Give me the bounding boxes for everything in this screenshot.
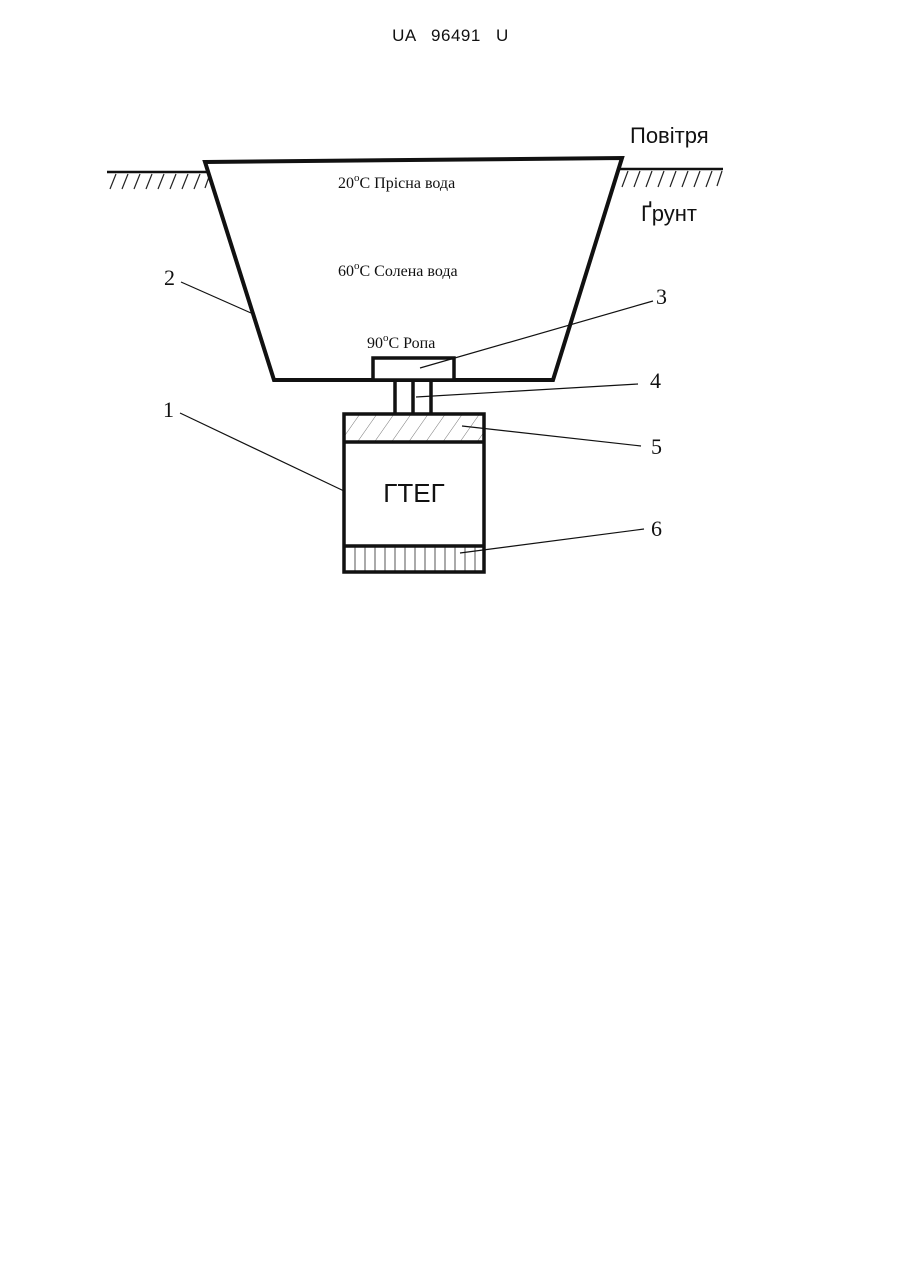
ground-surface-left [107, 172, 212, 189]
callout-3: 3 [656, 284, 667, 309]
callout-5: 5 [651, 434, 662, 459]
ground-label: Ґрунт [641, 201, 697, 226]
heat-sink [344, 546, 484, 572]
ground-surface-right [617, 169, 723, 187]
hot-plate [344, 414, 484, 442]
callout-2: 2 [164, 265, 175, 290]
callout-4: 4 [650, 368, 661, 393]
callout-1: 1 [163, 397, 174, 422]
air-label: Повітря [630, 123, 709, 148]
generator-label: ГТЕГ [383, 478, 444, 508]
callout-6: 6 [651, 516, 662, 541]
